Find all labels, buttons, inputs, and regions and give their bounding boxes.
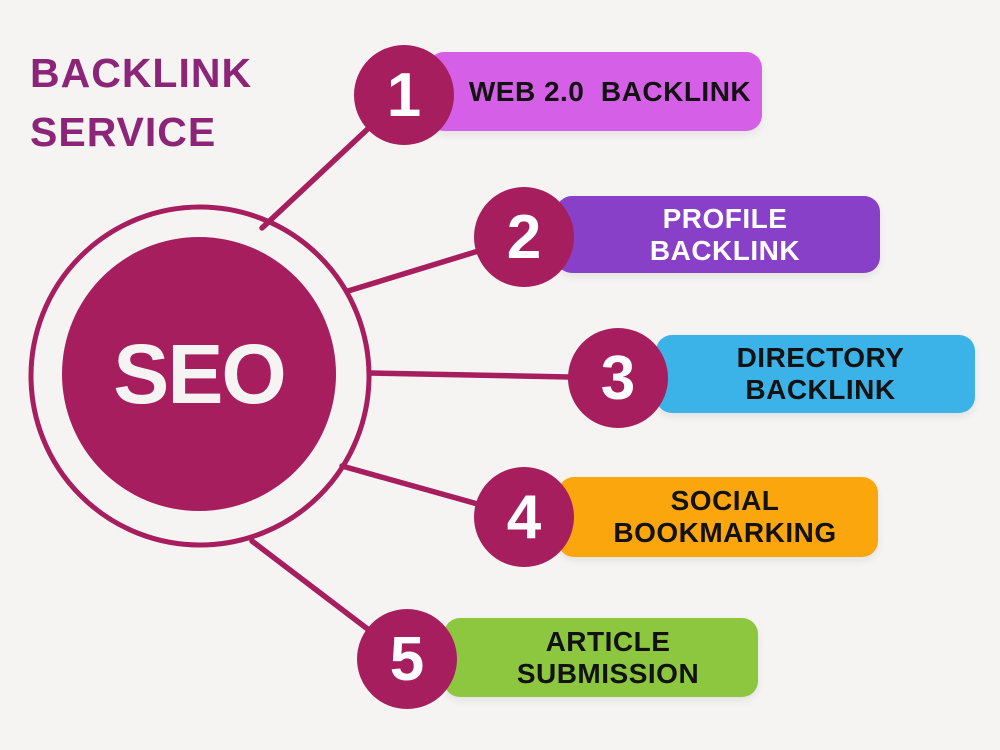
item-bar-web20-backlink: WEB 2.0 BACKLINK [428, 52, 762, 131]
seo-label: SEO [113, 326, 286, 421]
item-number: 4 [506, 482, 542, 552]
item-number: 2 [506, 202, 542, 272]
item-label-line: SOCIAL [670, 485, 780, 517]
item-number-badge-4: 4 [474, 467, 574, 567]
item-number: 5 [389, 624, 425, 694]
item-number-badge-5: 5 [357, 609, 457, 709]
item-bar-directory-backlink: DIRECTORY BACKLINK [656, 335, 975, 413]
item-bar-profile-backlink: PROFILE BACKLINK [556, 196, 880, 273]
item-label-line: ARTICLE [545, 625, 671, 657]
seo-hub-circle: SEO [62, 237, 336, 511]
item-label-line: BOOKMARKING [613, 517, 837, 548]
item-number: 3 [600, 343, 636, 413]
item-label-line: BACKLINK [649, 234, 801, 266]
seo-outer-ring [28, 204, 372, 548]
title-line-service: SERVICE [30, 109, 217, 156]
item-number-badge-1: 1 [354, 45, 454, 145]
item-label-line: SUBMISSION [516, 657, 700, 689]
item-number-badge-3: 3 [568, 328, 668, 428]
item-label-line: WEB 2.0 BACKLINK [468, 75, 752, 107]
page-title: BACKLINK SERVICE [30, 44, 252, 163]
item-label-line: BACKLINK [745, 374, 896, 405]
title-line-backlink: BACKLINK [30, 50, 253, 96]
item-label-line: PROFILE [662, 202, 788, 234]
item-label-line: DIRECTORY [736, 342, 905, 374]
item-bar-article-submission: ARTICLE SUBMISSION [444, 618, 758, 697]
item-number: 1 [386, 60, 422, 130]
item-number-badge-2: 2 [474, 187, 574, 287]
item-bar-social-bookmarking: SOCIAL BOOKMARKING [558, 477, 878, 557]
